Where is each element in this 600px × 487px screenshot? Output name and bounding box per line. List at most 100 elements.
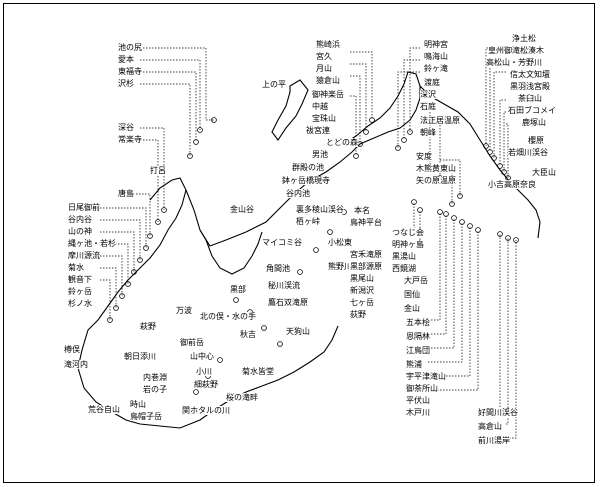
place-label: 細萩野 [194,380,218,389]
place-label: 摩川源流 [68,251,100,260]
place-label: 小松東 [328,238,352,247]
place-label: 鈴ヶ岳 [68,287,92,296]
place-label: 荻野 [350,310,366,319]
place-label: 法正居温原 [420,116,460,125]
place-label: 本名 [354,206,370,215]
place-label: 熊崎浜 [316,40,340,49]
place-label: とどの森 [326,138,358,147]
place-label: 桜の滝畔 [226,393,258,402]
place-label: 北の俣・水の手 [200,312,256,321]
place-label: 宮禾滝原 [350,250,382,259]
place-label: 鹿塚山 [522,118,546,127]
place-label: 角間池 [266,264,290,273]
place-label: 荒谷自山 [88,405,120,414]
place-label: 沢杉 [118,79,134,88]
place-label: 鈴ヶ滝 [424,64,448,73]
coastline-sado [271,79,309,141]
place-label: 安度 [416,152,432,161]
place-label: 男池 [312,150,328,159]
place-label: 山の神 [68,227,92,236]
place-label: 恩隔林 [406,332,430,341]
coastline-west [77,177,187,421]
place-label: 大戸岳 [404,276,428,285]
place-label: 愛本 [118,55,134,64]
place-label: 鳴海山 [424,52,448,61]
place-label: 大臣山 [532,168,556,177]
place-label: 深谷 [118,123,134,132]
place-label: 小川 [196,367,212,376]
place-label: 裏多稜山渓谷 [296,205,344,214]
coastline-south [125,325,339,429]
place-label: 黒羽浅宮殿 [510,82,550,91]
place-label: 山中心 [190,352,214,361]
place-label: 石庭 [420,102,436,111]
place-label: 猿倉山 [316,76,340,85]
place-label: 東福寺 [118,67,142,76]
place-label: 縄ヶ池・若杉 [68,239,116,248]
map-frame [3,3,595,483]
place-label: 茶臼山 [518,94,542,103]
coastline-peninsula [199,229,263,275]
place-label: 杉ノ水 [68,299,92,308]
place-label: 黒部源原 [350,262,382,271]
place-label: 西鏡湖 [392,264,416,273]
place-label: 七ヶ岳 [350,298,374,307]
place-label: 明神宮 [424,40,448,49]
place-label: 朝日添川 [124,352,156,361]
place-label: 群殿の池 [292,163,324,172]
place-label: 宝珠山 [312,114,336,123]
place-label: 信太文知壇 [510,70,550,79]
place-label: 御前岳 [180,338,204,347]
place-label: 国仙 [404,290,420,299]
place-label: 五本桧 [406,318,430,327]
place-label: 天狗山 [286,327,310,336]
coastline-noto [185,71,421,247]
place-label: 浄土松 [512,34,536,43]
place-label: 新潟沢 [350,286,374,295]
place-label: 時山 [130,400,146,409]
place-label: 菊水皆堂 [242,367,274,376]
place-label: 上の平 [262,80,286,89]
place-label: 観音下 [68,275,92,284]
place-label: 谷内谷 [68,215,92,224]
place-label: 高松山・芳野川 [486,58,542,67]
place-label: 皇州御滝松湊木 [488,46,544,55]
place-label: 若畑川渓谷 [508,148,548,157]
place-label: 唐島 [118,189,134,198]
place-label: 木戸川 [406,408,430,417]
place-label: 菊水 [68,263,84,272]
place-label: 金山 [404,304,420,313]
place-label: 石田ブコメイ [508,106,556,115]
place-label: 平伏山 [406,396,430,405]
coastline-east [419,85,541,239]
place-label: 黒部 [230,285,246,294]
place-label: 熊浦 [406,360,422,369]
place-label: 鳥帽子岳 [130,412,162,421]
place-label: 岩の子 [143,385,167,394]
place-label: 高倉山 [478,422,502,431]
place-label: 好間川渓谷 [478,408,518,417]
place-label: 木熊黄東山 [416,164,456,173]
place-label: 月山 [316,64,332,73]
place-label: 櫻原 [528,136,544,145]
place-label: 滝河内 [64,360,88,369]
place-label: マイコミ谷 [262,238,302,247]
place-label: 打呂 [150,166,166,175]
place-label: 栢ヶ峠 [296,217,320,226]
place-label: 黒湯山 [392,252,416,261]
place-label: 小吉高原奈良 [488,180,536,189]
place-label: 黒尾山 [350,274,374,283]
place-label: 万波 [176,306,192,315]
place-label: 前川湯岸 [478,436,510,445]
place-label: 渡庭 [424,78,440,87]
place-label: 谷内池 [286,189,310,198]
place-label: 日尾御前 [68,203,100,212]
place-label: 金山谷 [230,205,254,214]
place-label: 明神ヶ島 [392,240,424,249]
place-label: 宮久 [316,52,332,61]
place-label: 萩野 [140,322,156,331]
place-label: 鷹石双滝原 [268,298,308,307]
place-label: 深沢 [420,90,436,99]
place-label: 熊野川 [328,262,352,271]
